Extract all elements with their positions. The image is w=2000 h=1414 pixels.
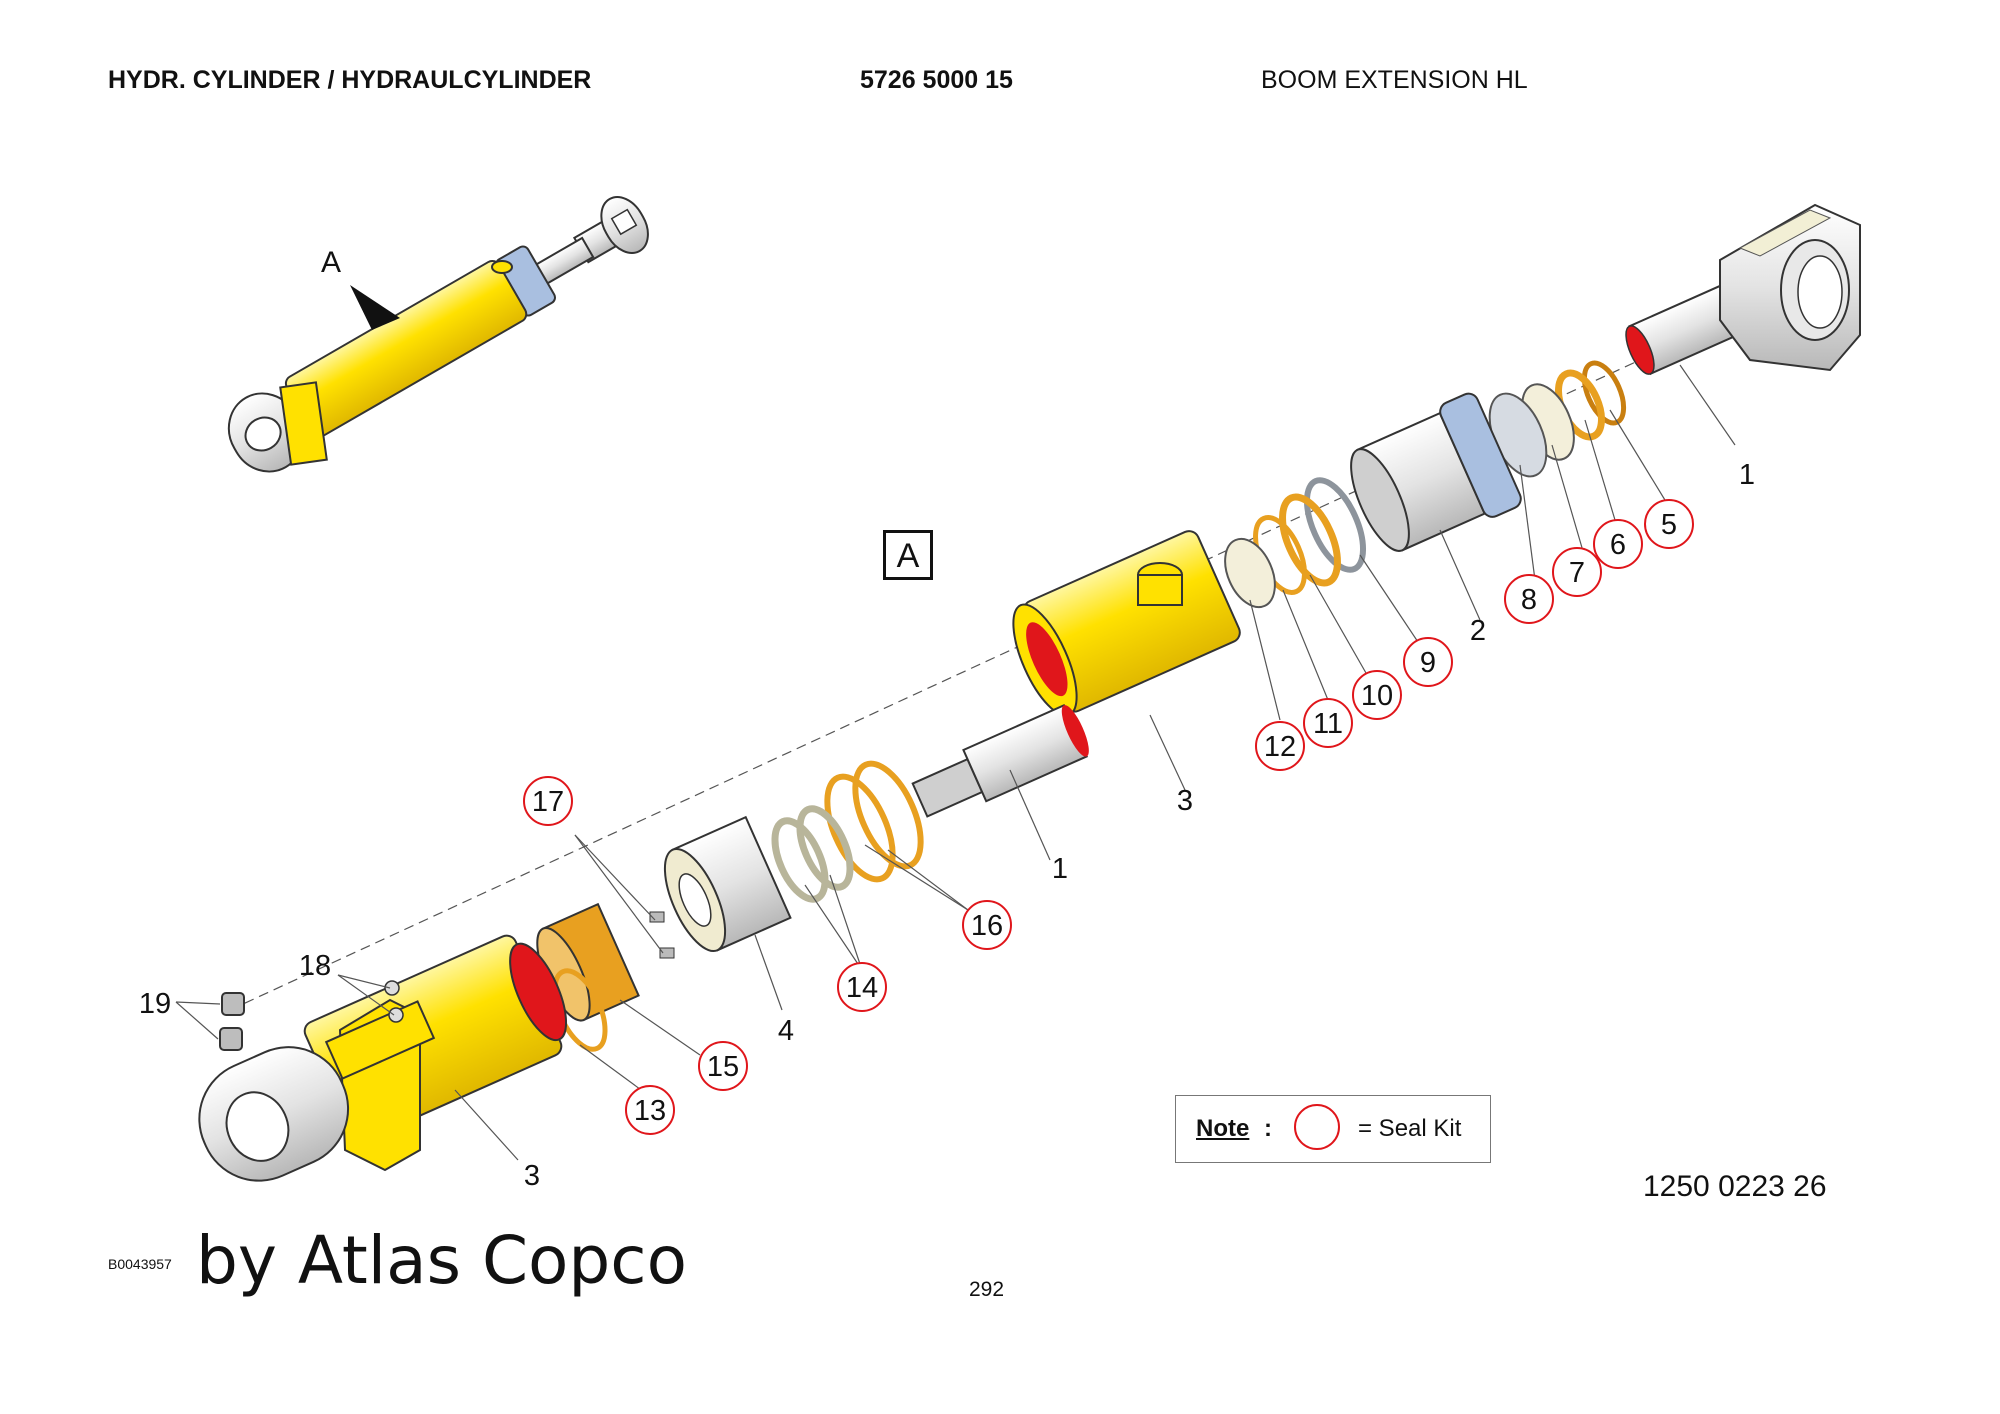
callout-7: 7 [1552,547,1602,597]
seal-kit-legend: Note : = Seal Kit [1175,1095,1491,1163]
callout-14: 14 [837,962,887,1012]
svg-text:7: 7 [1569,557,1585,589]
callout-16: 16 [962,900,1012,950]
seal-16b [824,773,896,883]
note-label: Note [1196,1115,1250,1142]
part-17-pin [659,947,675,959]
seal-14a [796,805,854,891]
callout-10: 10 [1352,670,1402,720]
part-3-barrel-upper [1012,530,1241,717]
callout-11: 11 [1303,698,1353,748]
svg-text:8: 8 [1521,584,1537,616]
view-pointer-arrow-icon [350,285,400,330]
callout-4: 4 [778,1015,794,1047]
part-number: 5726 5000 15 [860,66,1013,94]
svg-text:11: 11 [1313,708,1343,740]
seal-10 [1279,493,1341,587]
image-code: B0043957 [108,1256,172,1272]
svg-text:12: 12 [1264,731,1296,763]
part-17-pin [649,911,665,923]
callout-17: 17 [523,776,573,826]
svg-text:9: 9 [1420,647,1436,679]
callout-5: 5 [1644,499,1694,549]
view-arrow-label: A [321,246,342,279]
seal-16a [852,760,924,870]
part-19-grease-nipple [221,992,245,1016]
svg-text:6: 6 [1610,529,1626,561]
part-4-piston [663,815,792,953]
part-18-screw [384,980,400,996]
svg-text:13: 13 [634,1095,666,1127]
callout-1-upper: 1 [1739,459,1755,491]
note-text: = Seal Kit [1358,1115,1462,1142]
part-1-piston-rod [911,703,1089,818]
assembly-centerline [229,359,1641,1011]
callout-3-lower: 3 [524,1160,540,1192]
callout-18: 18 [299,950,331,982]
callout-9: 9 [1403,637,1453,687]
callout-6: 6 [1593,519,1643,569]
page-number: 292 [969,1278,1005,1301]
callout-8: 8 [1504,574,1554,624]
document-title: HYDR. CYLINDER / HYDRAULCYLINDER [108,66,592,94]
part-15-bushing [536,902,640,1022]
part-3-barrel-lower [198,934,568,1182]
callout-15: 15 [698,1041,748,1091]
svg-text:10: 10 [1361,680,1393,712]
note-colon: : [1264,1115,1272,1142]
leader-lines [175,364,1736,1161]
assembly-description: BOOM EXTENSION HL [1261,66,1528,94]
seal-14b [771,817,829,903]
plain-callouts: 1 1 2 3 3 4 18 19 [139,459,1755,1192]
callout-12: 12 [1255,721,1305,771]
drawing-number: 1250 0223 26 [1643,1170,1827,1203]
callout-2: 2 [1470,615,1486,647]
view-label-box: A [883,530,933,580]
seal-9 [1303,477,1367,573]
svg-text:15: 15 [707,1051,739,1083]
svg-text:5: 5 [1661,509,1677,541]
watermark: by Atlas Copco [196,1222,687,1299]
svg-text:16: 16 [971,910,1003,942]
part-19-grease-nipple [219,1027,243,1051]
svg-text:14: 14 [846,972,878,1004]
part-18-screw [388,1007,404,1023]
part-1-rod-eye [1625,203,1861,376]
callout-19: 19 [139,988,171,1020]
callout-13: 13 [625,1085,675,1135]
part-2-guide-head [1350,392,1522,552]
svg-text:17: 17 [532,786,564,818]
seal-kit-circle-icon [1294,1104,1340,1150]
seal-kit-callouts: 5 6 7 8 9 10 11 12 13 14 15 16 17 [523,499,1694,1135]
seal-12 [1224,537,1276,609]
assembled-cylinder-overview [227,196,649,473]
callout-3-upper: 3 [1177,785,1193,817]
callout-1-lower: 1 [1052,853,1068,885]
